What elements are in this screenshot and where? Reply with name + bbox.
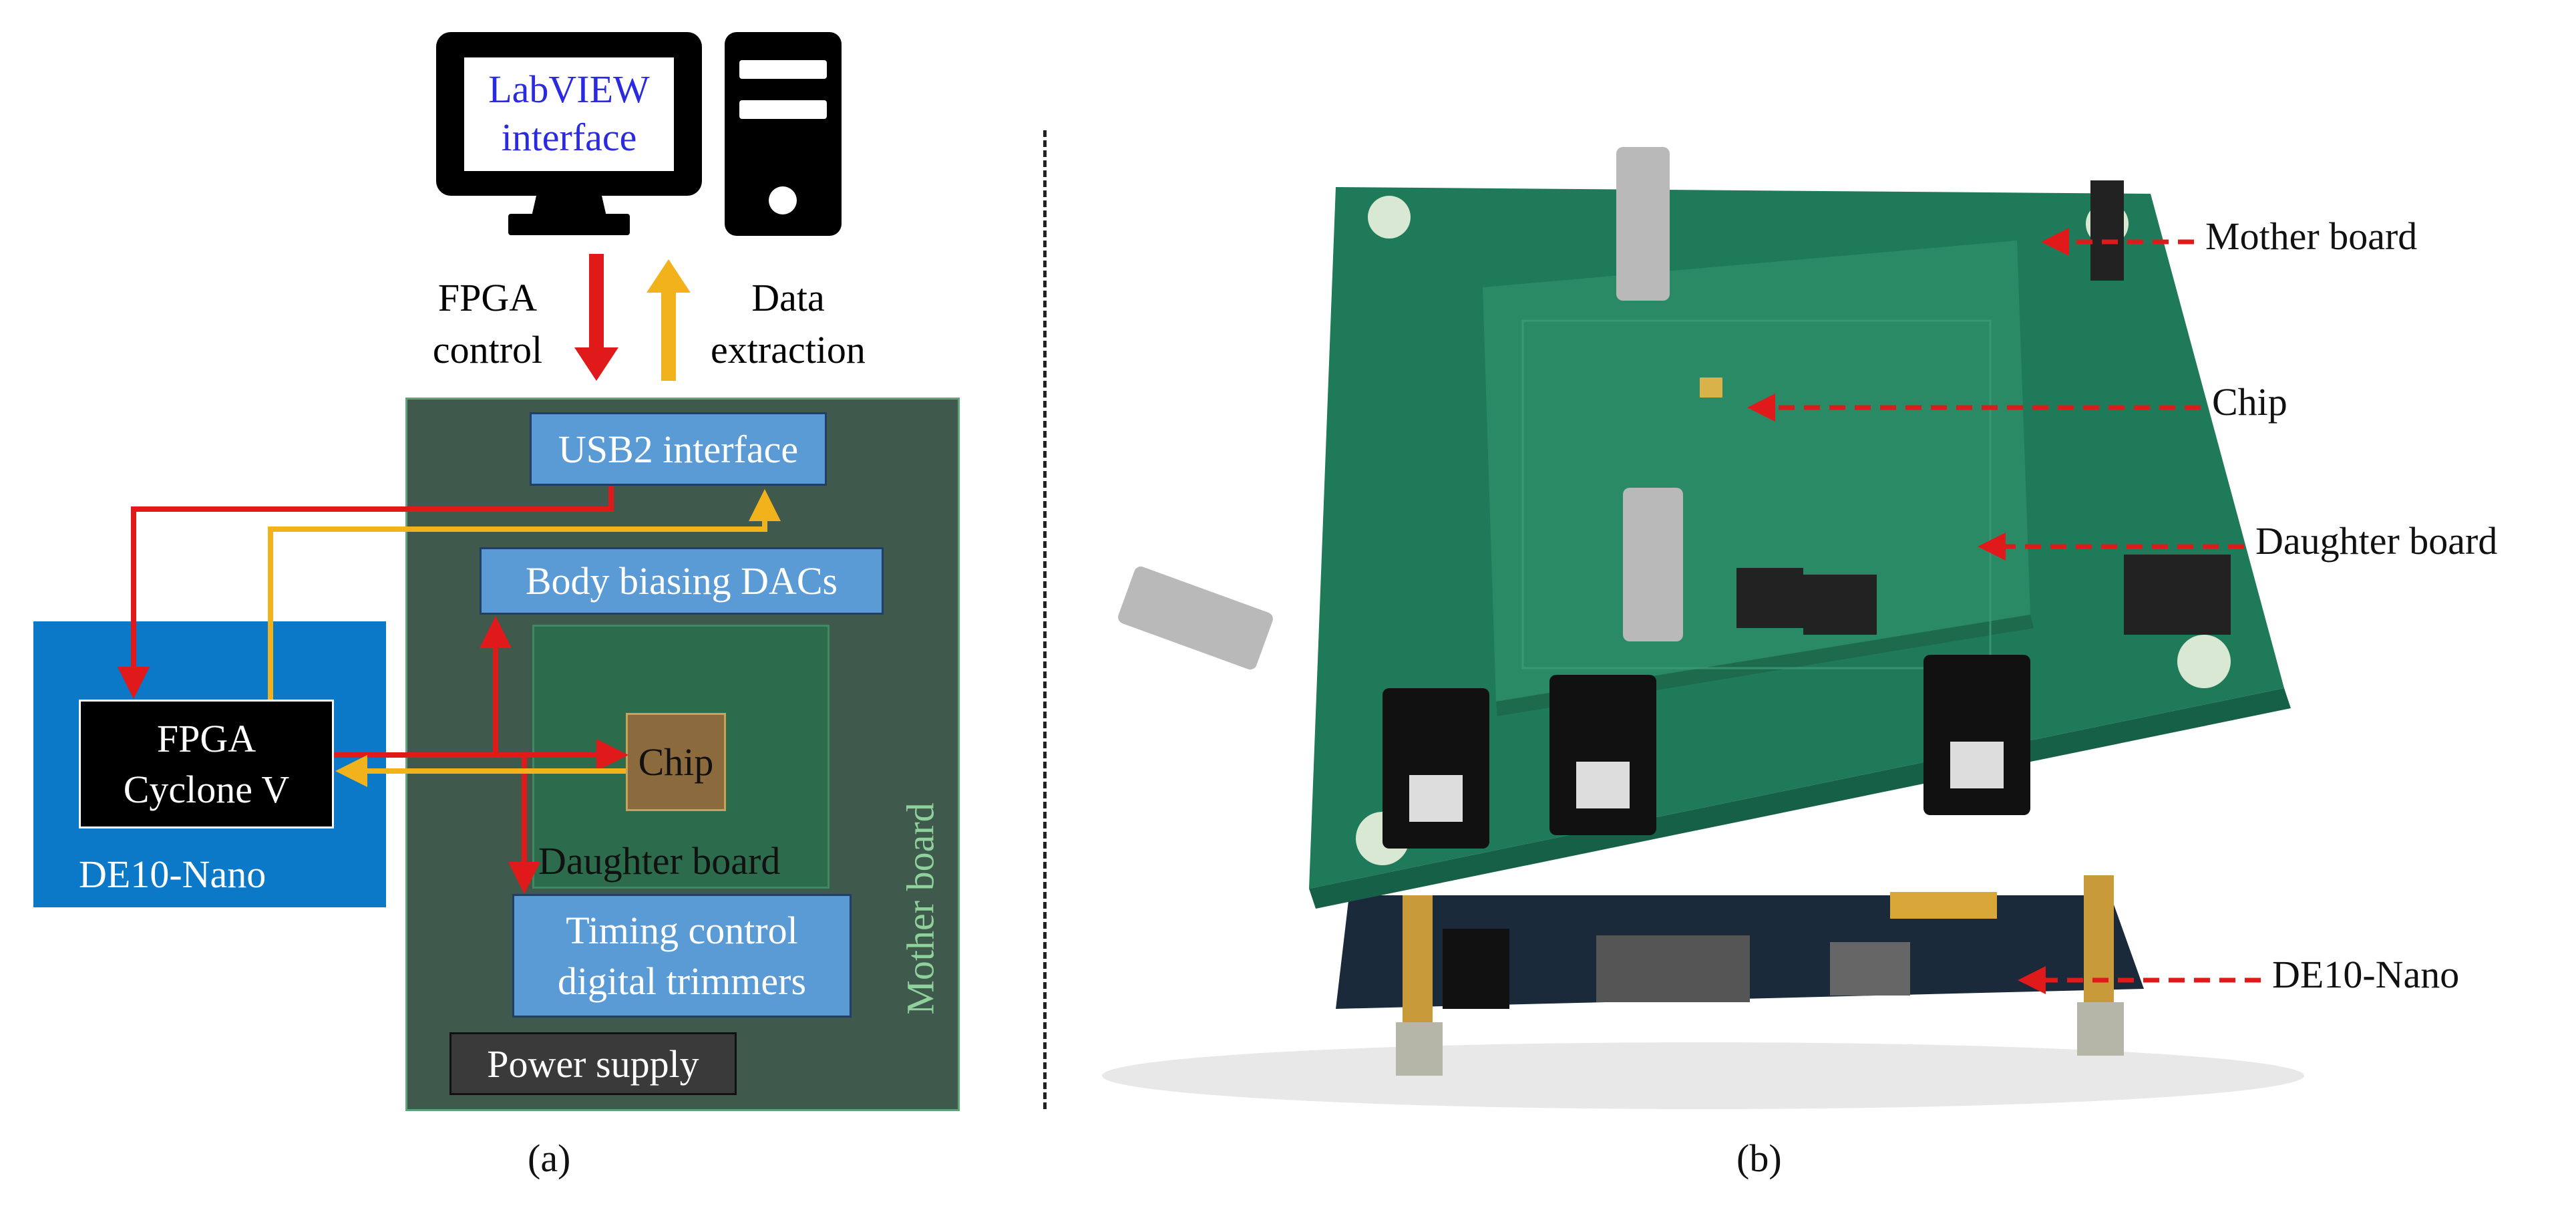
data-extraction-label: Data extraction — [711, 275, 866, 371]
fpga-to-usb-wire — [268, 489, 781, 700]
fpga-control-arrow — [574, 254, 618, 381]
power-supply-box: Power supply — [449, 1032, 737, 1095]
usb2-interface-box: USB2 interface — [530, 412, 827, 486]
control-arrows — [574, 254, 691, 381]
fpga-cyclone-box: FPGA Cyclone V — [79, 700, 334, 828]
body-biasing-dacs-box: Body biasing DACs — [480, 547, 884, 615]
callout-chip: Chip — [2212, 380, 2287, 424]
callout-daughter-board: Daughter board — [2255, 519, 2498, 563]
callout-mother-board: Mother board — [2205, 214, 2418, 258]
chip-box: Chip — [626, 713, 726, 811]
caption-b: (b) — [1736, 1137, 1782, 1180]
usb-to-fpga-wire — [118, 486, 614, 699]
board-photo — [1102, 147, 2304, 1109]
timing-control-box: Timing control digital trimmers — [512, 894, 852, 1018]
fpga-control-label: FPGA control — [432, 275, 543, 371]
labview-interface-label: LabVIEW interface — [488, 67, 650, 160]
callout-de10-nano: DE10-Nano — [2272, 953, 2460, 996]
caption-a: (a) — [528, 1137, 571, 1180]
daughter-board-label: Daughter board — [538, 839, 781, 883]
monitor-icon — [436, 32, 702, 236]
pc-tower-icon — [725, 32, 842, 236]
panel-divider — [1043, 130, 1047, 1109]
data-extraction-arrow — [647, 259, 691, 381]
de10-nano-label: DE10-Nano — [79, 853, 266, 896]
signal-wiring — [118, 486, 781, 894]
